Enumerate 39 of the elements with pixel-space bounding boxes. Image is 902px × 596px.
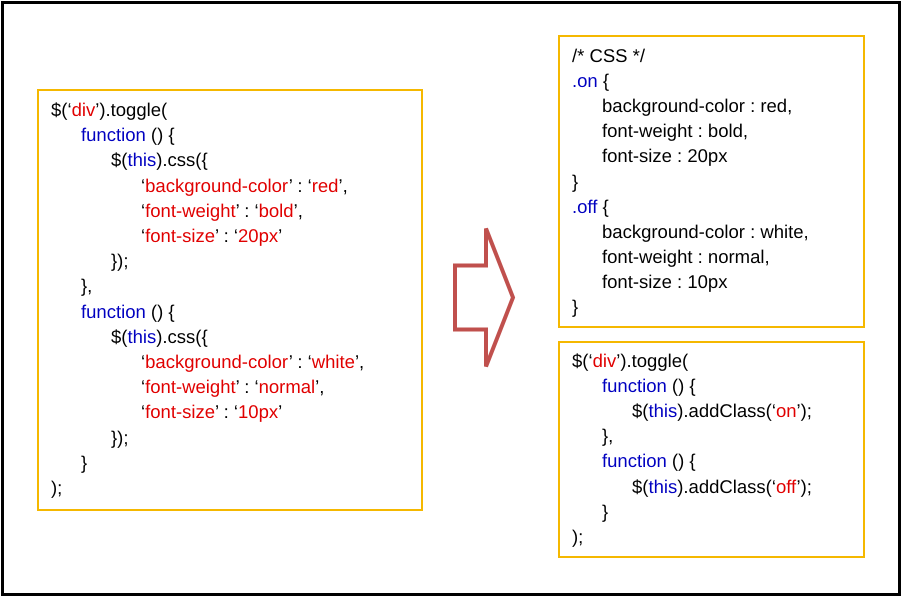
code-line: }	[572, 296, 578, 318]
code-line: },	[81, 275, 92, 298]
code-box	[558, 35, 865, 328]
code-line: );	[51, 477, 62, 499]
code-line: ‘font-size’ : ‘20px’	[141, 225, 282, 247]
code-line: }	[602, 500, 608, 523]
code-line: font-size : 20px	[602, 145, 728, 168]
code-line: ‘background-color’ : ‘red’,	[141, 174, 348, 197]
code-line: font-weight : normal,	[602, 246, 770, 268]
code-line: $(‘div’).toggle(	[572, 350, 688, 372]
code-line: function () {	[602, 450, 696, 472]
code-line: function () {	[81, 300, 175, 323]
code-line: $(‘div’).toggle(	[51, 99, 168, 121]
code-line: function () {	[602, 375, 696, 398]
code-line: ‘font-weight’ : ‘bold’,	[141, 200, 303, 222]
code-line: .on {	[572, 70, 610, 92]
code-line: font-weight : bold,	[602, 120, 748, 142]
code-line: background-color : red,	[602, 95, 792, 118]
code-line: font-size : 10px	[602, 270, 728, 293]
code-line: $(this).css({	[111, 326, 208, 348]
code-line: );	[572, 526, 584, 548]
code-line: });	[111, 426, 128, 449]
code-line: ‘font-weight’ : ‘normal’,	[141, 376, 324, 398]
code-line: $(this).css({	[111, 149, 208, 172]
code-line: .off {	[572, 196, 609, 218]
code-line: /* CSS */	[572, 45, 645, 67]
code-line: $(this).addClass(‘off’);	[632, 476, 812, 498]
code-line: }	[572, 170, 578, 192]
code-line: $(this).addClass(‘on’);	[632, 400, 812, 422]
code-line: },	[602, 425, 614, 448]
code-box	[558, 341, 865, 558]
code-line: background-color : white,	[602, 220, 809, 243]
code-line: function () {	[81, 124, 175, 146]
block-arrow	[453, 226, 516, 368]
code-line: }	[81, 452, 88, 474]
code-line: ‘font-size’ : ‘10px’	[141, 401, 282, 424]
code-box	[37, 89, 423, 511]
code-line: });	[111, 250, 128, 272]
code-line: ‘background-color’ : ‘white’,	[141, 351, 364, 373]
